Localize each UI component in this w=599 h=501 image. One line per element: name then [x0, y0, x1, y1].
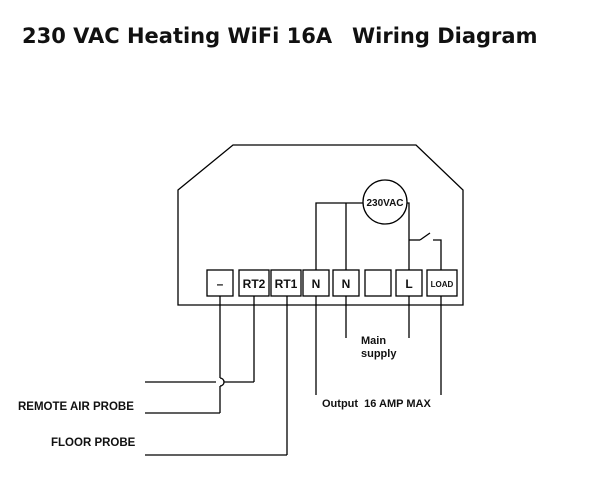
- relay-contact: [419, 232, 431, 241]
- terminal-n1: [302, 269, 330, 297]
- terminal-label: N: [342, 277, 351, 291]
- terminal-minus: [206, 269, 234, 297]
- terminal-label: –: [217, 277, 224, 291]
- main-supply-label: Main: [361, 335, 386, 347]
- relay-wire-load: [433, 239, 442, 270]
- terminal-rt2: [238, 269, 270, 297]
- supply-circle: [362, 179, 408, 225]
- terminal-l: [395, 269, 423, 297]
- supply-wire-right: [407, 202, 410, 270]
- thermostat-housing: [177, 144, 464, 306]
- terminal-blank: [364, 269, 392, 297]
- terminal-rt1: [270, 269, 302, 297]
- remote-air-probe-label: REMOTE AIR PROBE: [18, 401, 134, 413]
- terminal-label: RT2: [243, 277, 266, 291]
- supply-wire-left: [315, 202, 364, 270]
- terminal-load: [426, 269, 458, 297]
- wire-crossover: [219, 377, 225, 387]
- main-supply-label: supply: [361, 348, 397, 360]
- diagram-title: 230 VAC Heating WiFi 16A: [22, 24, 333, 48]
- output-label: Output 16 AMP MAX: [322, 398, 431, 410]
- terminal-label: RT1: [275, 277, 298, 291]
- terminal-label: N: [312, 277, 321, 291]
- terminal-label: LOAD: [431, 280, 454, 289]
- diagram-subtitle: Wiring Diagram: [352, 24, 538, 48]
- supply-label: 230VAC: [366, 198, 403, 209]
- terminal-label: L: [405, 277, 412, 291]
- terminal-n2: [332, 269, 360, 297]
- floor-probe-label: FLOOR PROBE: [51, 437, 136, 449]
